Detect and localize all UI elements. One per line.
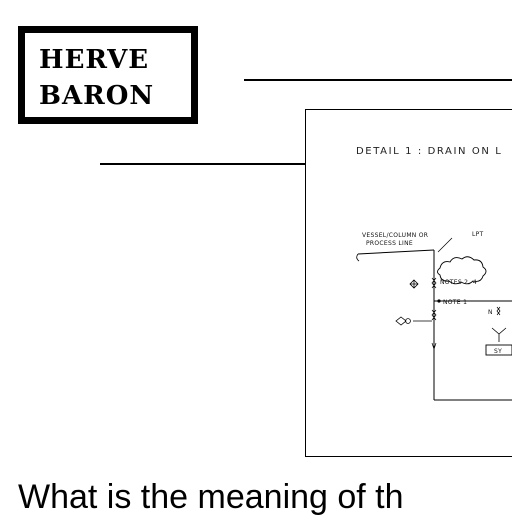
label-process-line: PROCESS LINE [366,240,413,247]
label-sy: SY [494,348,502,355]
detail-title: DETAIL 1 : DRAIN ON L [356,146,503,157]
label-note-1: NOTE 1 [443,299,467,306]
logo-line-2: BARON [39,81,155,111]
label-lpt: LPT [472,231,484,238]
logo-line-1: HERVE [39,45,150,75]
question-text: What is the meaning of th [18,478,404,516]
label-notes-2-4: NOTES 2, 4 [440,279,477,286]
engineering-drawing-frame [305,109,512,457]
label-vessel: VESSEL/COLUMN OR [362,232,428,239]
herve-baron-logo: HERVE BARON [18,26,198,124]
top-rule [244,79,512,81]
label-note-partial: N [488,309,493,316]
